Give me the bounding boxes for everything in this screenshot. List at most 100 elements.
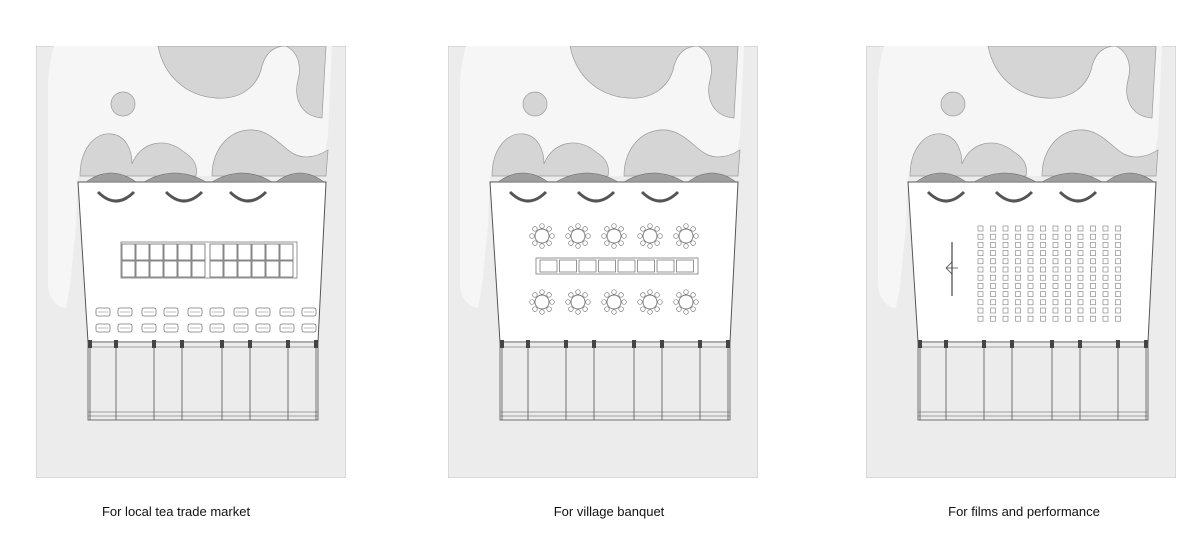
seat (1002, 233, 1009, 240)
chair (575, 243, 581, 249)
seat (1027, 307, 1034, 314)
seat (1027, 299, 1034, 306)
serving-table (598, 259, 616, 273)
round-table (673, 223, 699, 249)
chair (621, 233, 627, 239)
seat (1040, 274, 1046, 281)
seat (1102, 225, 1109, 232)
pond-round (110, 91, 136, 117)
seat (1090, 283, 1096, 289)
serving-table (656, 259, 675, 273)
seat (1065, 315, 1071, 322)
round-table (529, 223, 555, 249)
stall-table (237, 243, 252, 261)
column-5 (660, 340, 664, 348)
seat (990, 258, 996, 265)
chair (683, 223, 689, 229)
stall-table (135, 260, 150, 278)
seat (1090, 307, 1096, 314)
seat (1065, 274, 1071, 281)
chair (618, 306, 624, 312)
seat (1065, 291, 1071, 297)
skylight-arc-2 (1040, 172, 1104, 183)
seat (977, 258, 984, 265)
chair (683, 309, 689, 315)
column-2 (564, 340, 568, 348)
seat (1090, 299, 1096, 306)
curved-bench-0 (96, 190, 136, 203)
seat (1015, 299, 1021, 306)
table-top (606, 228, 622, 244)
seat (1090, 225, 1096, 232)
chair (657, 233, 663, 239)
seat (1027, 225, 1034, 232)
seat (1027, 291, 1034, 297)
entrance-porch (917, 340, 1149, 421)
seat (1052, 307, 1059, 314)
column-6 (698, 340, 702, 348)
chair (640, 226, 646, 232)
seat (1115, 225, 1121, 232)
theater-seating (945, 225, 1121, 322)
seat (990, 274, 996, 281)
stall-table (121, 243, 136, 261)
seat (1052, 283, 1059, 289)
seat (1002, 283, 1009, 289)
chair (585, 299, 591, 305)
seat (1102, 250, 1109, 256)
seat (1115, 233, 1121, 240)
chair (529, 233, 535, 239)
seat (1065, 225, 1071, 232)
seat (1015, 315, 1021, 322)
seat (1002, 258, 1009, 265)
seat (1102, 242, 1109, 248)
seat (1052, 258, 1059, 265)
table-top (534, 294, 550, 310)
chair (676, 226, 682, 232)
chair (654, 292, 660, 298)
seat (990, 315, 996, 322)
pond-left (79, 133, 197, 177)
seat (1052, 291, 1059, 297)
column-0 (500, 340, 504, 348)
stall-table (279, 243, 294, 261)
seat (1002, 242, 1009, 248)
chair (640, 306, 646, 312)
table-top (642, 228, 658, 244)
chair (654, 306, 660, 312)
chair (637, 233, 643, 239)
seat (990, 225, 996, 232)
skylight-arc-3 (1105, 172, 1155, 183)
seat (1027, 250, 1034, 256)
table-top (642, 294, 658, 310)
curved-bench-0 (508, 190, 548, 203)
seat (1090, 233, 1096, 240)
chair (529, 299, 535, 305)
seat (1115, 274, 1121, 281)
seat (1065, 307, 1071, 314)
chair (539, 309, 545, 315)
skylight-arc-0 (915, 172, 967, 183)
seat (1077, 258, 1084, 265)
seat (1090, 315, 1096, 322)
seat (1027, 315, 1034, 322)
market-stalls (95, 241, 317, 333)
chair (549, 233, 555, 239)
seat (1115, 266, 1121, 273)
chair (611, 309, 617, 315)
table-top (606, 294, 622, 310)
entrance-porch (87, 340, 319, 421)
table-top (570, 294, 586, 310)
chair (611, 289, 617, 295)
seat (1027, 233, 1034, 240)
seat (1077, 291, 1084, 297)
seat (1015, 225, 1021, 232)
seat (1077, 242, 1084, 248)
seat (1115, 258, 1121, 265)
chair (565, 299, 571, 305)
chair (676, 292, 682, 298)
seat (1040, 233, 1046, 240)
seat (990, 291, 996, 297)
seat (1090, 242, 1096, 248)
stall-table (163, 260, 178, 278)
